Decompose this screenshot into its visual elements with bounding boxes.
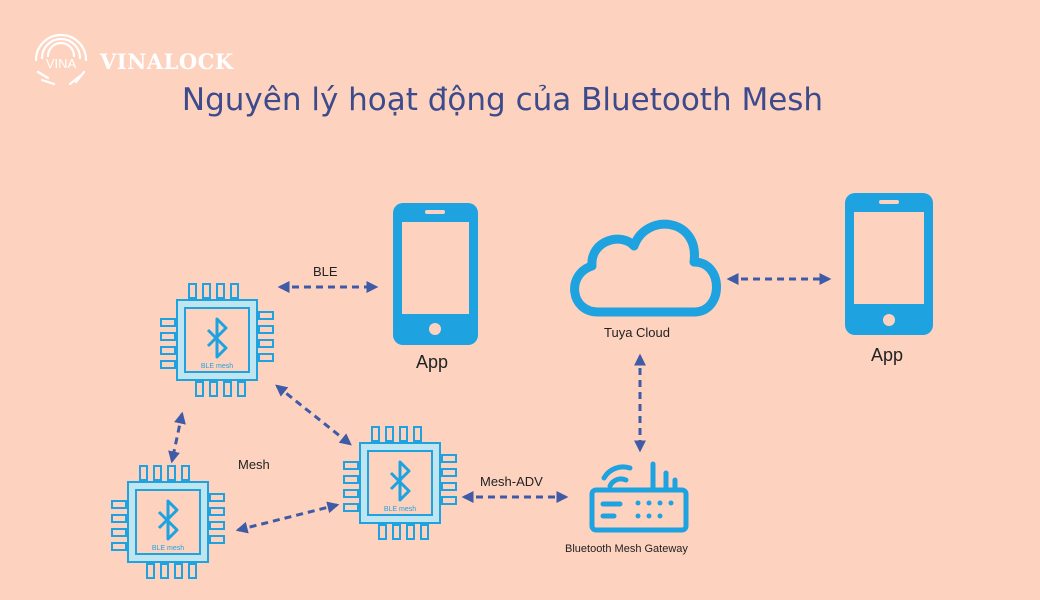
logo-badge: VINA xyxy=(46,56,77,71)
arrow-chip-top-center xyxy=(275,384,352,446)
label-gateway: Bluetooth Mesh Gateway xyxy=(565,543,688,555)
ble-mesh-chip-bottom-left: BLE mesh xyxy=(112,466,224,578)
label-tuya-cloud: Tuya Cloud xyxy=(604,325,670,340)
logo-text: VINALOCK xyxy=(100,48,234,74)
label-app-left: App xyxy=(416,352,449,372)
cloud-icon xyxy=(570,219,721,317)
ble-mesh-chip-top: BLE mesh xyxy=(161,284,273,396)
page-title: Nguyên lý hoạt động của Bluetooth Mesh xyxy=(181,82,824,118)
phone-icon-right xyxy=(845,193,933,335)
label-mesh: Mesh xyxy=(238,457,270,472)
arrow-chip-top-bottom xyxy=(168,411,186,464)
phone-icon-left xyxy=(393,203,478,345)
router-icon xyxy=(589,461,689,533)
label-ble: BLE xyxy=(313,264,338,279)
arrow-chip-bottom-center xyxy=(235,501,340,534)
chip-label: BLE mesh xyxy=(201,363,233,370)
label-mesh-adv: Mesh-ADV xyxy=(480,474,543,489)
vinalock-logo: VINA VINALOCK xyxy=(30,30,234,92)
chip-label: BLE mesh xyxy=(152,545,184,552)
chip-label: BLE mesh xyxy=(384,506,416,513)
label-app-right: App xyxy=(871,345,904,365)
ble-mesh-chip-center: BLE mesh xyxy=(344,427,456,539)
fingerprint-logo-icon: VINA xyxy=(34,33,88,86)
